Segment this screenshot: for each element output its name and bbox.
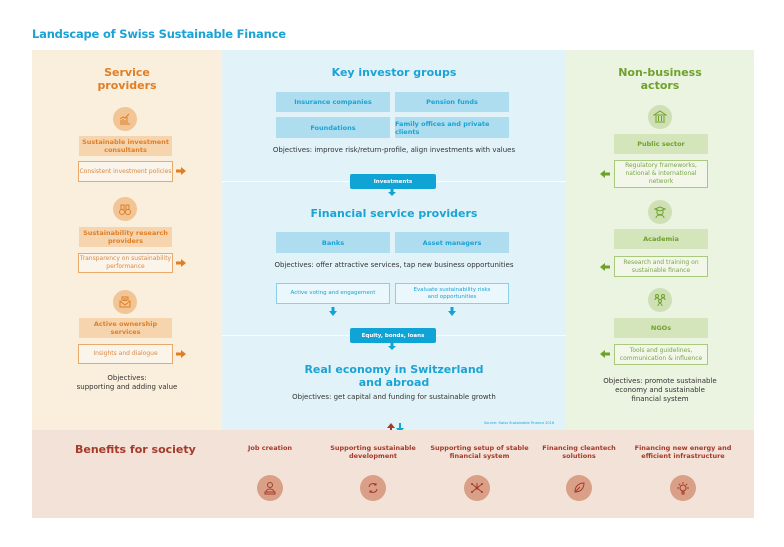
benefit-stable-financial-system: Supporting setup of stable financial sys… [422,444,537,460]
academia-box: Academia [614,229,708,249]
objectives-line: economy and sustainable [615,386,705,394]
heading-line: Non-business [618,66,702,79]
benefit-line: Job creation [247,444,293,452]
financial-providers-objectives: Objectives: offer attractive services, t… [274,261,514,269]
benefit-line: development [349,452,397,460]
arrow-left-icon [600,350,610,358]
transparency-sustainability-performance-box: Transparency on sustainability performan… [78,253,173,273]
benefit-line: Financing cleantech [542,444,616,452]
arrow-down-icon [388,189,396,196]
investor-group-foundations: Foundations [276,117,390,138]
benefit-line: Supporting sustainable [330,444,416,452]
benefits-for-society-panel: Benefits for society Job creation Suppor… [32,430,754,518]
investment-chain-panel: Key investor groups Insurance companies … [222,50,566,433]
objectives-line: supporting and adding value [76,383,178,391]
benefit-job-creation: Job creation [215,444,325,452]
arrow-left-icon [600,263,610,271]
benefit-sustainable-development: Supporting sustainable development [318,444,428,460]
sustainability-research-providers-box: Sustainability research providers [79,227,172,247]
objectives-line: Objectives: promote sustainable [603,377,717,385]
arrow-down-icon [448,307,456,316]
financial-service-providers-heading: Financial service providers [310,207,478,220]
benefits-heading: Benefits for society [75,443,196,456]
key-investors-objectives: Objectives: improve risk/return-profile,… [272,146,516,154]
service-providers-panel: Service providers Sustainable investment… [32,50,222,430]
arrow-right-icon [176,350,186,358]
real-economy-objectives: Objectives: get capital and funding for … [292,393,496,401]
heading-line: Real economy in Switzerland [304,363,484,376]
network-nodes-icon [464,475,490,501]
consistent-investment-policies-box: Consistent investment policies [78,161,173,182]
people-network-icon [648,288,672,312]
active-ownership-services-box: Active ownership services [79,318,172,338]
heading-line: actors [640,79,680,92]
sustainable-investment-consultants-box: Sustainable investment consultants [79,136,172,156]
benefit-line: Financing new energy and [634,444,732,452]
light-bulb-icon [670,475,696,501]
tools-guidelines-box: Tools and guidelines, communication & in… [614,344,708,365]
non-business-actors-heading: Non-business actors [566,66,754,92]
heading-line: Service [104,66,150,79]
non-business-actors-panel: Non-business actors Public sector Regula… [566,50,754,430]
arrow-down-icon [329,307,337,316]
active-voting-engagement-box: Active voting and engagement [276,283,390,304]
insights-and-dialogue-box: Insights and dialogue [78,344,173,364]
equity-bonds-loans-flow-label: Equity, bonds, loans [350,328,436,343]
arrow-right-icon [176,167,186,175]
research-training-box: Research and training on sustainable fin… [614,256,708,277]
investor-group-pension-funds: Pension funds [395,92,509,112]
arrow-left-icon [600,170,610,178]
page-title: Landscape of Swiss Sustainable Finance [32,27,286,41]
benefit-line: financial system [449,452,510,460]
benefit-cleantech: Financing cleantech solutions [524,444,634,460]
government-building-icon [648,105,672,129]
objectives-line: Objectives: [107,374,147,382]
envelope-letter-icon [113,290,137,314]
heading-line: and abroad [358,376,430,389]
objectives-line: financial system [631,395,689,403]
provider-banks: Banks [276,232,390,253]
ngos-box: NGOs [614,318,708,338]
regulatory-frameworks-box: Regulatory frameworks, national & intern… [614,160,708,188]
benefit-line: Supporting setup of stable [430,444,529,452]
non-business-objectives: Objectives: promote sustainable economy … [566,377,754,404]
benefit-new-energy: Financing new energy and efficient infra… [628,444,738,460]
worker-icon [257,475,283,501]
benefit-line: efficient infrastructure [641,452,725,460]
key-investor-groups-heading: Key investor groups [331,66,457,79]
investments-flow-label: Investments [350,174,436,189]
leaf-icon [566,475,592,501]
arrow-right-icon [176,259,186,267]
investor-group-insurance: Insurance companies [276,92,390,112]
arrow-down-icon [388,343,396,350]
heading-line: providers [97,79,157,92]
benefit-line: solutions [562,452,596,460]
public-sector-box: Public sector [614,134,708,154]
chart-growth-icon [113,107,137,131]
evaluate-sustainability-risks-box: Evaluate sustainability risks and opport… [395,283,509,304]
investor-group-family-offices: Family offices and private clients [395,117,509,138]
graduate-icon [648,200,672,224]
source-note: Source: Swiss Sustainable Finance 2016 [484,421,555,425]
service-providers-heading: Service providers [32,66,222,92]
binoculars-icon [113,197,137,221]
real-economy-heading: Real economy in Switzerland and abroad [222,363,566,389]
service-providers-objectives: Objectives: supporting and adding value [32,374,222,392]
provider-asset-managers: Asset managers [395,232,509,253]
cycle-arrows-icon [360,475,386,501]
